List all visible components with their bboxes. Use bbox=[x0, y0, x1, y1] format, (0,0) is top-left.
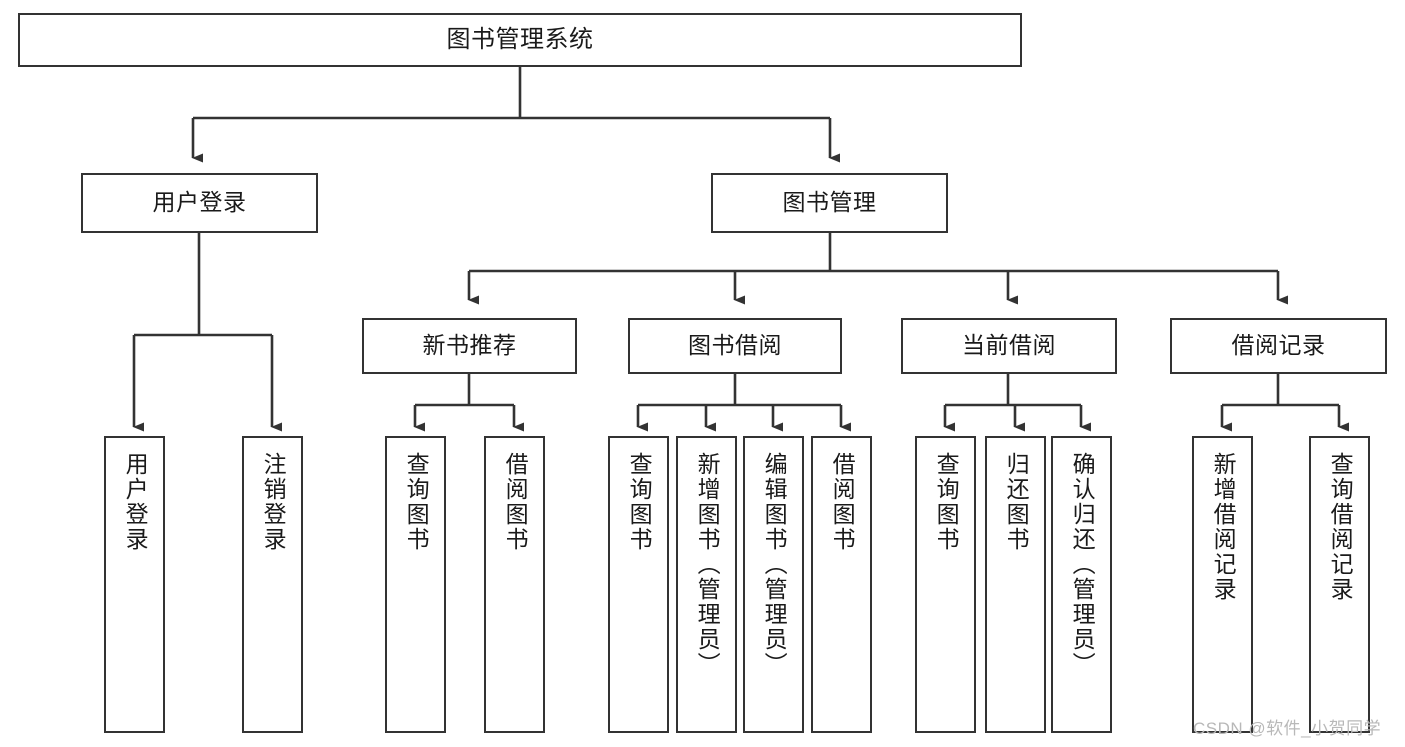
node-borrow-records[interactable]: 借阅记录 bbox=[1170, 318, 1387, 374]
leaf-query-borrow-record[interactable]: 查询借阅记录 bbox=[1309, 436, 1370, 733]
node-label: 注销登录 bbox=[260, 452, 287, 552]
node-new-book-recommend[interactable]: 新书推荐 bbox=[362, 318, 577, 374]
leaf-query-books-current[interactable]: 查询图书 bbox=[915, 436, 976, 733]
node-label: 确认归还（管理员） bbox=[1069, 452, 1096, 677]
node-book-management[interactable]: 图书管理 bbox=[711, 173, 948, 233]
node-label: 新增借阅记录 bbox=[1210, 452, 1237, 602]
leaf-borrow-books-recommend[interactable]: 借阅图书 bbox=[484, 436, 545, 733]
leaf-add-book-admin[interactable]: 新增图书（管理员） bbox=[676, 436, 737, 733]
leaf-query-books-recommend[interactable]: 查询图书 bbox=[385, 436, 446, 733]
node-label: 借阅图书 bbox=[829, 452, 856, 552]
node-label: 用户登录 bbox=[152, 189, 247, 216]
leaf-confirm-return-admin[interactable]: 确认归还（管理员） bbox=[1051, 436, 1112, 733]
csdn-watermark: CSDN @软件_小贺同学 bbox=[1193, 719, 1382, 738]
node-label: 图书借阅 bbox=[688, 332, 782, 359]
leaf-logout[interactable]: 注销登录 bbox=[242, 436, 303, 733]
node-label: 查询借阅记录 bbox=[1327, 452, 1354, 602]
leaf-add-borrow-record[interactable]: 新增借阅记录 bbox=[1192, 436, 1253, 733]
node-label: 新增图书（管理员） bbox=[694, 452, 721, 677]
node-user-login[interactable]: 用户登录 bbox=[81, 173, 318, 233]
node-book-borrow[interactable]: 图书借阅 bbox=[628, 318, 842, 374]
node-label: 借阅图书 bbox=[502, 452, 529, 552]
node-label: 当前借阅 bbox=[962, 332, 1056, 359]
leaf-query-books-borrow[interactable]: 查询图书 bbox=[608, 436, 669, 733]
node-label: 编辑图书（管理员） bbox=[761, 452, 788, 677]
leaf-edit-book-admin[interactable]: 编辑图书（管理员） bbox=[743, 436, 804, 733]
node-label: 查询图书 bbox=[403, 452, 430, 552]
node-label: 借阅记录 bbox=[1231, 332, 1326, 359]
node-label: 查询图书 bbox=[626, 452, 653, 552]
node-label: 归还图书 bbox=[1003, 452, 1030, 552]
node-label: 用户登录 bbox=[122, 452, 149, 552]
leaf-user-login[interactable]: 用户登录 bbox=[104, 436, 165, 733]
node-current-borrow[interactable]: 当前借阅 bbox=[901, 318, 1117, 374]
node-label: 查询图书 bbox=[933, 452, 960, 552]
node-label: 新书推荐 bbox=[422, 332, 517, 359]
node-label: 图书管理 bbox=[782, 189, 877, 216]
leaf-borrow-books[interactable]: 借阅图书 bbox=[811, 436, 872, 733]
node-root-system[interactable]: 图书管理系统 bbox=[18, 13, 1022, 67]
node-label: 图书管理系统 bbox=[446, 25, 594, 53]
leaf-return-books[interactable]: 归还图书 bbox=[985, 436, 1046, 733]
